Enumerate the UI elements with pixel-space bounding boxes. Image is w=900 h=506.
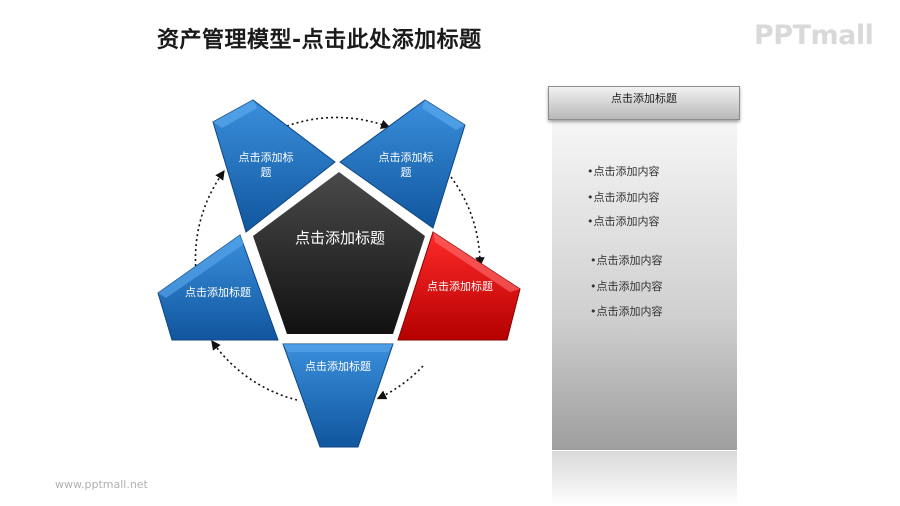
panel-item-4[interactable]: •点击添加内容 <box>590 254 663 267</box>
segment-left[interactable]: 点击添加标题 <box>157 234 279 341</box>
segment-bottom[interactable]: 点击添加标题 <box>282 343 394 448</box>
arrow-right <box>450 176 485 267</box>
segment-label-right: 点击添加标题 <box>427 279 493 293</box>
panel-item-2[interactable]: •点击添加内容 <box>587 191 660 204</box>
arrow-left <box>194 170 225 272</box>
panel-item-3[interactable]: •点击添加内容 <box>587 215 660 228</box>
footer-url: www.pptmall.net <box>55 478 148 491</box>
segment-label-top-left-2: 题 <box>261 166 272 179</box>
segment-right[interactable]: 点击添加标题 <box>397 231 521 341</box>
segment-label-top-right: 点击添加标 <box>379 150 434 164</box>
segment-label-left: 点击添加标题 <box>185 285 251 299</box>
info-panel <box>552 120 737 450</box>
panel-reflection <box>552 451 737 506</box>
cycle-arrows <box>194 116 485 401</box>
segment-label-top-right-2: 题 <box>401 166 412 179</box>
arrow-bottom-right <box>376 365 424 400</box>
arrow-top <box>286 116 391 129</box>
panel-item-5[interactable]: •点击添加内容 <box>590 280 663 293</box>
panel-item-1[interactable]: •点击添加内容 <box>587 165 660 178</box>
panel-header[interactable]: 点击添加标题 <box>548 86 740 120</box>
segment-label-top-left: 点击添加标 <box>239 150 294 164</box>
segment-top-right[interactable]: 点击添加标 题 <box>339 99 466 229</box>
center-pentagon[interactable]: 点击添加标题 <box>247 166 431 339</box>
panel-item-6[interactable]: •点击添加内容 <box>590 305 663 318</box>
brand-logo: PPTmall <box>754 20 874 51</box>
arrow-bottom-left <box>211 340 298 401</box>
page-title: 资产管理模型-点击此处添加标题 <box>157 28 482 53</box>
center-label: 点击添加标题 <box>295 229 385 247</box>
segment-top-left[interactable]: 点击添加标 题 <box>212 99 336 233</box>
segment-label-bottom: 点击添加标题 <box>305 359 371 373</box>
